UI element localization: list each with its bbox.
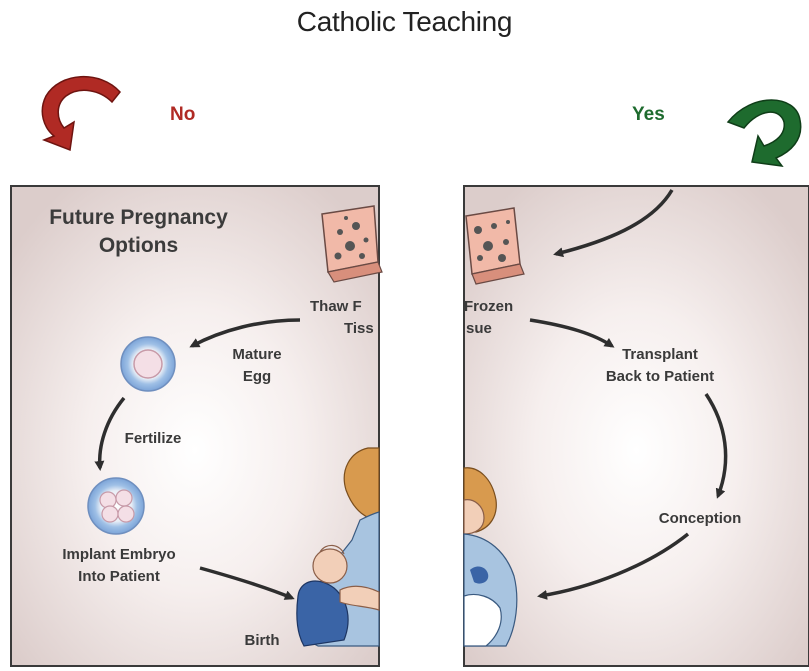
- thaw-left-line2: Tiss: [304, 318, 379, 340]
- embryo-icon: [88, 478, 144, 534]
- panel-heading-line1: Future Pregnancy: [26, 204, 251, 232]
- yes-label: Yes: [632, 104, 665, 126]
- no-arrow-icon: [42, 77, 120, 150]
- page-title: Catholic Teaching: [0, 6, 809, 38]
- mature-egg-label: Mature Egg: [212, 344, 302, 388]
- transplant-line2: Back to Patient: [580, 366, 740, 388]
- birth-label: Birth: [232, 630, 292, 652]
- implant-line2: Into Patient: [34, 566, 204, 588]
- transplant-label: Transplant Back to Patient: [580, 344, 740, 388]
- frozen-tissue-right-icon: [466, 208, 524, 284]
- thaw-right-line1: Frozen: [464, 296, 534, 318]
- implant-line1: Implant Embryo: [34, 544, 204, 566]
- conception-label: Conception: [640, 508, 760, 530]
- no-label: No: [170, 104, 195, 126]
- transplant-line1: Transplant: [580, 344, 740, 366]
- mature-egg-icon: [121, 337, 175, 391]
- implant-label: Implant Embryo Into Patient: [34, 544, 204, 588]
- thaw-left-line1: Thaw F: [304, 296, 379, 318]
- fertilize-label: Fertilize: [108, 428, 198, 450]
- thaw-right-label: Frozen sue: [464, 296, 534, 340]
- thaw-left-label: Thaw F Tiss: [304, 296, 379, 340]
- thaw-right-line2: sue: [464, 318, 534, 340]
- mature-egg-line2: Egg: [212, 366, 302, 388]
- panel-heading-line2: Options: [26, 232, 251, 260]
- frozen-tissue-left-icon: [322, 206, 382, 282]
- panel-heading: Future Pregnancy Options: [26, 204, 251, 260]
- yes-arrow-icon: [728, 100, 801, 166]
- mature-egg-line1: Mature: [212, 344, 302, 366]
